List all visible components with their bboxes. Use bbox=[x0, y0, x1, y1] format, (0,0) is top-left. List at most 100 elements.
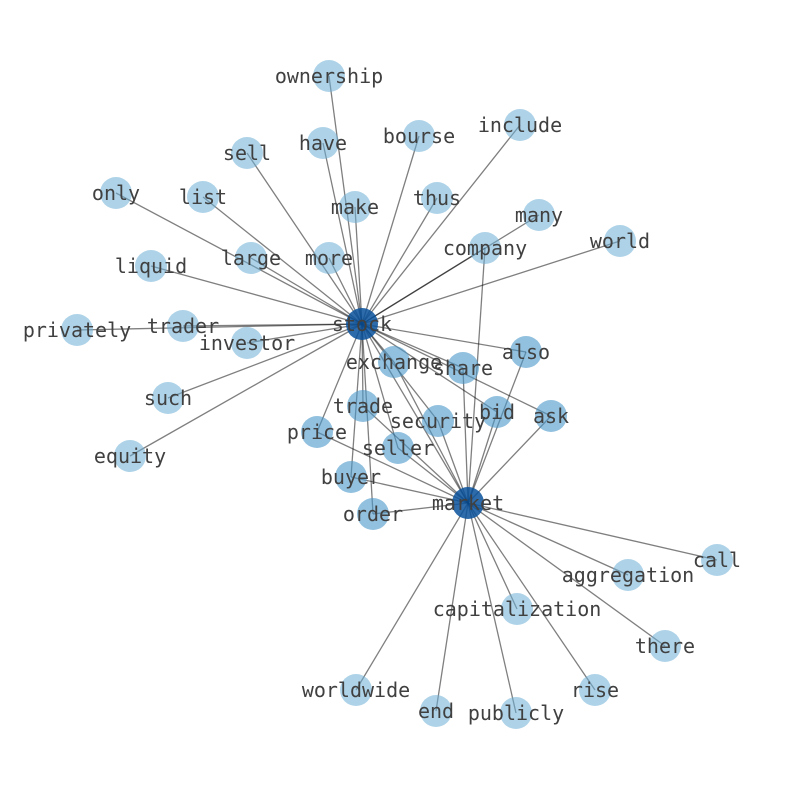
node-have[interactable] bbox=[307, 127, 339, 159]
node-many[interactable] bbox=[523, 199, 555, 231]
edge-stock-large bbox=[250, 257, 363, 325]
node-label-order: order bbox=[343, 502, 403, 526]
node-label-have: have bbox=[299, 131, 347, 155]
node-market[interactable] bbox=[452, 487, 484, 519]
edge-stock-such bbox=[167, 323, 363, 399]
node-label-trader: trader bbox=[147, 314, 219, 338]
edge-stock-seller bbox=[361, 323, 399, 449]
node-label-end: end bbox=[418, 699, 454, 723]
edge-stock-equity bbox=[129, 323, 363, 457]
node-label-equity: equity bbox=[94, 444, 166, 468]
node-more[interactable] bbox=[313, 242, 345, 274]
node-publicly[interactable] bbox=[500, 697, 532, 729]
edge-market-there bbox=[467, 502, 666, 647]
node-stock[interactable] bbox=[346, 308, 378, 340]
node-call[interactable] bbox=[701, 544, 733, 576]
node-label-publicly: publicly bbox=[468, 701, 564, 725]
node-end[interactable] bbox=[420, 695, 452, 727]
edge-stock-list bbox=[202, 196, 363, 325]
node-label-privately: privately bbox=[23, 318, 131, 342]
node-ownership[interactable] bbox=[313, 60, 345, 92]
node-list[interactable] bbox=[187, 181, 219, 213]
edge-stock-bourse bbox=[361, 135, 420, 325]
edge-stock-trader bbox=[182, 323, 363, 327]
node-label-exchange: exchange bbox=[346, 350, 442, 374]
node-label-price: price bbox=[287, 420, 347, 444]
edge-stock-include bbox=[361, 124, 521, 325]
node-label-aggregation: aggregation bbox=[562, 563, 694, 587]
node-security[interactable] bbox=[422, 405, 454, 437]
node-label-investor: investor bbox=[199, 331, 295, 355]
edge-stock-liquid bbox=[150, 265, 363, 325]
node-label-world: world bbox=[590, 229, 650, 253]
node-layer bbox=[61, 60, 733, 729]
edge-market-trade bbox=[362, 405, 469, 504]
node-label-rise: rise bbox=[571, 678, 619, 702]
node-label-stock: stock bbox=[332, 312, 392, 336]
node-only[interactable] bbox=[100, 177, 132, 209]
node-seller[interactable] bbox=[382, 432, 414, 464]
node-include[interactable] bbox=[504, 109, 536, 141]
edge-market-price bbox=[316, 431, 469, 504]
node-trade[interactable] bbox=[347, 390, 379, 422]
node-company[interactable] bbox=[469, 232, 501, 264]
edge-market-rise bbox=[467, 502, 596, 691]
node-label-buyer: buyer bbox=[321, 465, 381, 489]
node-capitalization[interactable] bbox=[501, 593, 533, 625]
node-label-capitalization: capitalization bbox=[433, 597, 602, 621]
node-rise[interactable] bbox=[579, 674, 611, 706]
edge-stock-make bbox=[354, 206, 363, 325]
edge-market-aggregation bbox=[467, 502, 629, 576]
edge-stock-have bbox=[322, 142, 363, 325]
node-large[interactable] bbox=[235, 242, 267, 274]
node-label-large: large bbox=[221, 246, 281, 270]
node-bourse[interactable] bbox=[403, 120, 435, 152]
edge-stock-company bbox=[361, 247, 486, 325]
node-privately[interactable] bbox=[61, 314, 93, 346]
node-make[interactable] bbox=[339, 191, 371, 223]
node-label-such: such bbox=[144, 386, 192, 410]
node-label-company: company bbox=[443, 236, 527, 260]
node-such[interactable] bbox=[152, 382, 184, 414]
node-trader[interactable] bbox=[167, 310, 199, 342]
node-label-call: call bbox=[693, 548, 741, 572]
node-label-share: share bbox=[433, 356, 493, 380]
edge-market-share bbox=[462, 367, 469, 504]
edge-stock-thus bbox=[361, 197, 438, 325]
node-order[interactable] bbox=[357, 498, 389, 530]
edge-stock-also bbox=[361, 323, 527, 353]
node-there[interactable] bbox=[649, 630, 681, 662]
node-ask[interactable] bbox=[535, 400, 567, 432]
node-investor[interactable] bbox=[231, 327, 263, 359]
node-exchange[interactable] bbox=[378, 346, 410, 378]
node-label-bourse: bourse bbox=[383, 124, 455, 148]
node-worldwide[interactable] bbox=[340, 674, 372, 706]
node-thus[interactable] bbox=[421, 182, 453, 214]
edge-stock-world bbox=[361, 240, 621, 325]
node-liquid[interactable] bbox=[135, 250, 167, 282]
node-sell[interactable] bbox=[231, 137, 263, 169]
node-label-ownership: ownership bbox=[275, 64, 383, 88]
node-also[interactable] bbox=[510, 336, 542, 368]
edge-market-capitalization bbox=[467, 502, 518, 610]
node-label-sell: sell bbox=[223, 141, 271, 165]
node-label-only: only bbox=[92, 181, 140, 205]
edge-market-publicly bbox=[467, 502, 517, 714]
node-equity[interactable] bbox=[114, 440, 146, 472]
edge-stock-share bbox=[361, 323, 464, 369]
edge-market-end bbox=[435, 502, 469, 712]
edge-stock-investor bbox=[246, 323, 363, 344]
node-label-list: list bbox=[179, 185, 227, 209]
node-bid[interactable] bbox=[481, 396, 513, 428]
node-label-also: also bbox=[502, 340, 550, 364]
node-label-liquid: liquid bbox=[115, 254, 187, 278]
node-label-thus: thus bbox=[413, 186, 461, 210]
node-aggregation[interactable] bbox=[612, 559, 644, 591]
node-price[interactable] bbox=[301, 416, 333, 448]
node-world[interactable] bbox=[604, 225, 636, 257]
node-buyer[interactable] bbox=[335, 461, 367, 493]
edge-market-buyer bbox=[350, 476, 469, 504]
node-share[interactable] bbox=[447, 352, 479, 384]
node-label-seller: seller bbox=[362, 436, 434, 460]
node-label-market: market bbox=[432, 491, 504, 515]
